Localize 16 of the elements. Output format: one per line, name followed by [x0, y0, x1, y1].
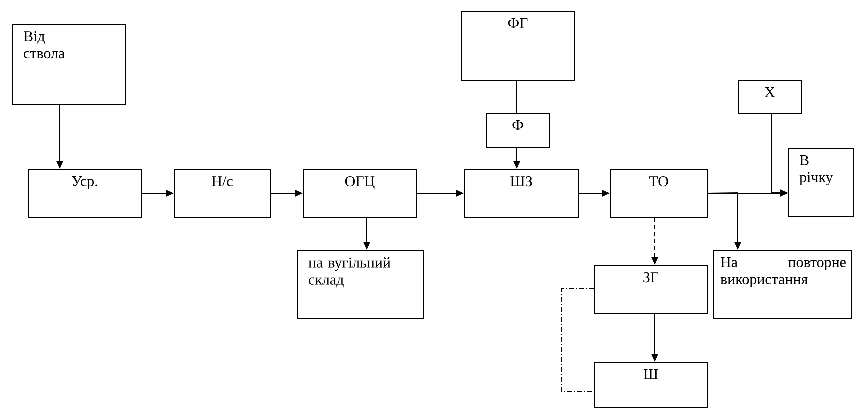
process-box: ЗГ	[594, 265, 708, 314]
process-box: Ф	[486, 113, 550, 148]
process-box: ТО	[610, 169, 708, 218]
process-box: Х	[738, 80, 802, 114]
process-box: на вугільний склад	[297, 250, 424, 319]
process-box: Уср.	[28, 169, 142, 218]
process-box: В річку	[788, 148, 854, 217]
process-box: Ш	[594, 362, 708, 408]
process-box: На повторне використання	[713, 250, 852, 319]
process-box: ШЗ	[464, 169, 579, 218]
connector-line	[516, 80, 518, 114]
connector-line	[562, 288, 594, 392]
process-box: Від ствола	[12, 24, 126, 105]
process-box: ОГЦ	[303, 169, 417, 218]
process-box: ФГ	[461, 11, 575, 81]
process-box: Н/с	[174, 169, 271, 218]
